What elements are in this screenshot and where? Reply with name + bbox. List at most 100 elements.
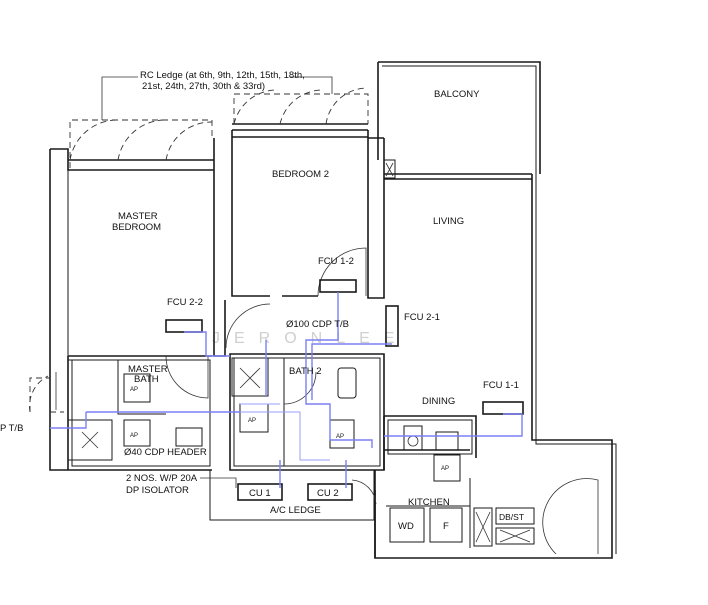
drain-tag: AP (130, 387, 138, 393)
fcu-unit (319, 279, 357, 293)
master-bath-door-swing (165, 355, 209, 399)
fcu-unit (165, 319, 203, 333)
shower-drain (81, 431, 99, 449)
yard-outline (29, 377, 64, 413)
shower-tray (67, 419, 113, 461)
room-label-bedroom2: BEDROOM 2 (272, 169, 329, 180)
bedroom2-walls (231, 130, 385, 299)
appliance-label: WD (398, 521, 414, 532)
ledge-door-arc (279, 89, 325, 125)
shower-tray (231, 357, 269, 397)
condensate-pipe (184, 331, 230, 357)
db-cross (499, 529, 531, 543)
ledge-door-arc (69, 119, 119, 161)
fcu-label: FCU 1-1 (483, 380, 519, 391)
rc-ledge-outline-right (233, 93, 369, 124)
room-label-master-bath: MASTER (128, 364, 168, 375)
washer-dryer (389, 507, 425, 543)
cu-label: CU 2 (317, 488, 339, 499)
column-cross (385, 162, 394, 177)
pipe-label: Ø100 CDP T/B (286, 319, 349, 330)
db-st-panel (495, 527, 535, 545)
basin (175, 427, 203, 447)
yard-door-arc (29, 375, 49, 413)
room-label-master-bath: BATH (134, 374, 159, 385)
ledge-door-arc (233, 89, 279, 125)
kitchen-walls (374, 416, 385, 558)
condensate-pipe (50, 412, 87, 429)
floor-trap (433, 454, 461, 482)
rc-ledge-label: 21st, 24th, 27th, 30th & 33rd) (142, 81, 265, 92)
room-label-dining: DINING (422, 396, 455, 407)
fcu-label: FCU 1-2 (318, 256, 354, 267)
condensate-pipe (305, 292, 373, 448)
column-box (383, 159, 396, 179)
master-bath-partition (117, 360, 166, 415)
condensing-unit (237, 483, 283, 501)
wc (337, 367, 357, 399)
balcony-door-line (384, 173, 532, 180)
isolator-label: 2 NOS. W/P 20A (126, 473, 198, 484)
shower-drain (239, 367, 261, 389)
living-east-wall-outer (535, 174, 617, 554)
bedroom2-window (232, 123, 368, 138)
master-bedroom-inner-wall (67, 170, 166, 357)
condensate-pipe (279, 460, 347, 488)
room-label-master-bedroom: BEDROOM (112, 222, 161, 233)
room-label-living: LIVING (433, 216, 464, 227)
fridge (429, 507, 463, 543)
rc-ledge-outline-left (69, 119, 213, 168)
master-bath-inner (68, 359, 211, 467)
db-st-panel (495, 507, 535, 525)
balcony-wall (377, 61, 541, 174)
bedroom2-door-swing (317, 247, 367, 297)
condensate-pipe (384, 413, 523, 437)
balcony-inner-wall (382, 65, 537, 174)
kitchen-cabinet (473, 507, 493, 547)
hob (403, 425, 423, 451)
watermark-text: JERONLEE (212, 330, 408, 347)
fcu-label: FCU 2-1 (404, 312, 440, 323)
isolator-leader (200, 477, 237, 488)
floor-trap (123, 373, 151, 403)
drain-tag: AP (130, 433, 138, 439)
ac-ledge-label: A/C LEDGE (270, 505, 321, 516)
drain-tag: AP (248, 418, 256, 424)
room-label-balcony: BALCONY (434, 89, 480, 100)
appliance-label: F (443, 521, 449, 532)
cabinet-cross (475, 511, 491, 543)
kitchen-counter (384, 415, 477, 458)
condensate-pipe (240, 403, 330, 461)
hob-ring (407, 435, 419, 447)
rc-ledge-label: RC Ledge (at 6th, 9th, 12th, 15th, 18th, (140, 70, 305, 81)
master-bedroom-east-wall (213, 138, 226, 357)
kitchen-counter-inner (387, 419, 473, 455)
sink (435, 431, 459, 451)
db-label: DB/ST (499, 512, 524, 522)
condensate-pipe (311, 343, 392, 400)
master-door-swing (225, 303, 271, 349)
cu-label: CU 1 (249, 488, 271, 499)
rc-ledge-leader (101, 76, 333, 120)
room-label-master-bedroom: MASTER (118, 211, 158, 222)
drain-tag: AP (336, 434, 344, 440)
room-label-kitchen: KITCHEN (408, 497, 450, 508)
ac-door-swing (351, 479, 377, 505)
kitchen-partition (386, 478, 471, 548)
ledge-door-arc (117, 119, 167, 161)
entrance-door-swing (542, 478, 599, 555)
ledge-door-arc (165, 121, 213, 161)
master-bedroom-walls (49, 148, 214, 471)
ledge-door-arc (325, 87, 367, 125)
fcu-label: FCU 2-2 (167, 297, 203, 308)
pipe-label: Ø40 CDP HEADER (124, 447, 207, 458)
pipe-label: P T/B (0, 423, 23, 434)
drain-tag: AP (441, 466, 449, 472)
fcu-unit (385, 305, 399, 347)
condensing-unit (307, 483, 353, 501)
isolator-label: DP ISOLATOR (126, 485, 189, 496)
floor-trap (123, 419, 151, 447)
fcu-unit (482, 401, 524, 415)
